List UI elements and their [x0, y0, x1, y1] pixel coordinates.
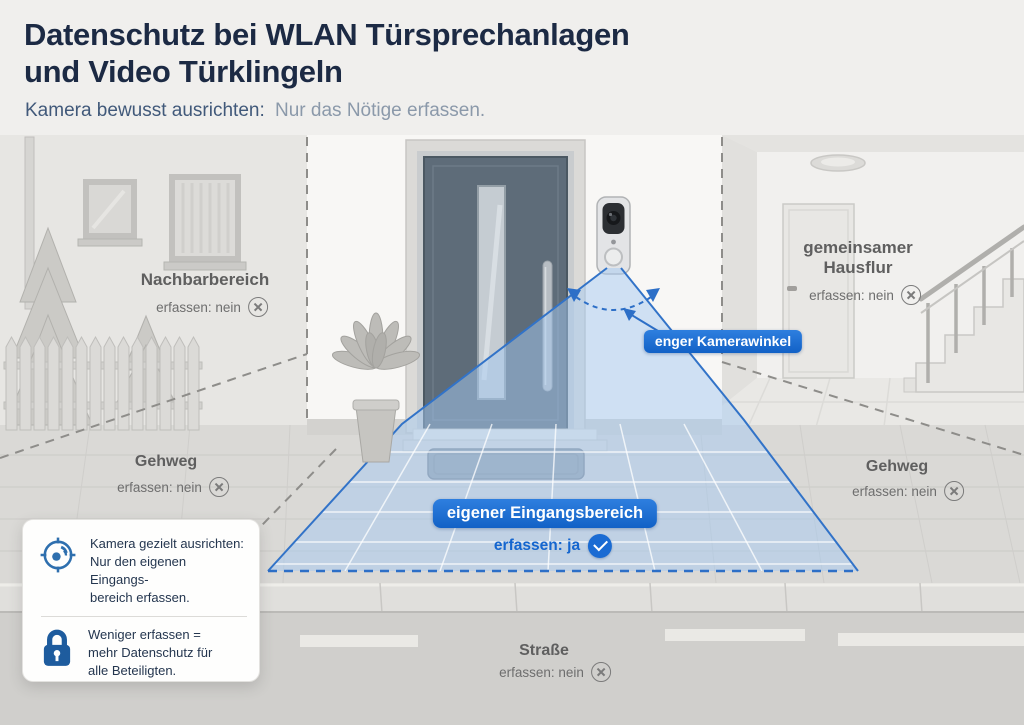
- status-text: erfassen: nein: [117, 479, 202, 495]
- page-subtitle: Kamera bewusst ausrichten: Nur das Nötig…: [25, 99, 485, 123]
- status-text: erfassen: ja: [493, 537, 581, 554]
- info-tip-aim: Kamera gezielt ausrichten: Nur den eigen…: [90, 536, 244, 605]
- status-text: erfassen: nein: [852, 483, 937, 499]
- arc-arrowhead-left: [567, 288, 581, 302]
- info-tip-privacy: Weniger erfassen = mehr Datenschutz für …: [88, 627, 213, 678]
- cross-circle-icon: [590, 662, 611, 682]
- label-gemeinsamer-hausflur: gemeinsamer Hausflur: [803, 238, 913, 277]
- page-title: Datenschutz bei WLAN Türsprechanlagen un…: [24, 17, 630, 89]
- window-large: [163, 174, 247, 271]
- cross-circle-icon: [943, 481, 964, 501]
- label-gehweg-rechts: Gehweg: [865, 458, 929, 475]
- cross-circle-icon: [208, 477, 229, 497]
- status-nachbarbereich: erfassen: nein: [156, 297, 268, 317]
- check-circle-icon: [588, 534, 613, 558]
- subtitle-emphasis: Kamera bewusst ausrichten:: [25, 100, 265, 121]
- label-strasse: Straße: [519, 642, 569, 659]
- potted-plant: [331, 312, 421, 463]
- cross-circle-icon: [247, 297, 268, 317]
- crosshair-target-icon: [40, 537, 76, 573]
- door-handle: [787, 286, 797, 291]
- handrail: [918, 224, 1024, 302]
- subtitle-rest: Nur das Nötige erfassen.: [275, 100, 486, 121]
- lock-icon: [43, 629, 71, 666]
- badge-eigener-eingangsbereich: eigener Eingangsbereich: [432, 499, 658, 528]
- label-gehweg-links: Gehweg: [134, 453, 198, 470]
- status-text: erfassen: nein: [156, 299, 241, 315]
- picket-fence: [3, 336, 203, 431]
- info-box: Kamera gezielt ausrichten: Nur den eigen…: [22, 519, 260, 682]
- info-row-privacy: Weniger erfassen = mehr Datenschutz für …: [39, 626, 247, 680]
- doorbell-button: [604, 247, 623, 267]
- window-small: [77, 179, 143, 247]
- pointer-arrowhead: [623, 308, 636, 321]
- status-hausflur: erfassen: nein: [809, 285, 921, 305]
- hallway-door: [782, 203, 855, 379]
- status-gehweg-rechts: erfassen: nein: [852, 481, 964, 501]
- neighbor-house: [3, 136, 247, 431]
- badge-enger-kamerawinkel: enger Kamerawinkel: [643, 330, 803, 353]
- status-gehweg-links: erfassen: nein: [117, 477, 229, 497]
- staircase: [903, 224, 1024, 393]
- status-strasse: erfassen: nein: [499, 662, 611, 682]
- arc-arrowhead-right: [646, 288, 660, 302]
- plant-pot: [355, 406, 397, 463]
- divider: [41, 616, 247, 617]
- video-doorbell: [596, 196, 631, 275]
- downpipe: [24, 136, 35, 310]
- info-row-aim: Kamera gezielt ausrichten: Nur den eigen…: [39, 535, 247, 607]
- cross-circle-icon: [900, 285, 921, 305]
- status-text: erfassen: nein: [499, 664, 584, 680]
- status-eigener-eingangsbereich: erfassen: ja: [493, 534, 613, 558]
- status-text: erfassen: nein: [809, 287, 894, 303]
- label-nachbarbereich: Nachbarbereich: [140, 270, 270, 289]
- railing-posts: [926, 248, 1014, 383]
